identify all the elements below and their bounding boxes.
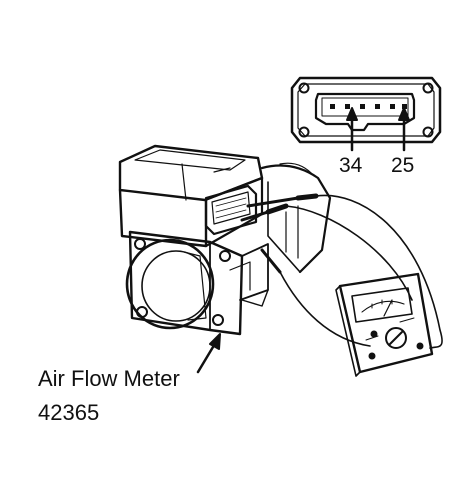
meter-needle [383,299,393,317]
connector-inset [290,76,442,152]
bolt-icon [219,250,231,262]
test-leads [240,193,443,349]
bolt-icon [136,306,148,318]
figure-number: 42365 [38,400,100,425]
component-caption: Air Flow Meter [38,366,180,391]
meter-connector [204,184,258,236]
connector-plug [314,92,416,132]
screw-icon [298,82,310,94]
screw-icon [422,126,434,138]
screw-icon [298,126,310,138]
bolt-icon [134,238,146,250]
pin-25-label: 25 [391,154,415,177]
label-arrow [196,333,221,374]
pin-34-arrow [346,107,358,152]
multimeter-icon [335,272,434,377]
pin-34-label: 34 [339,154,363,177]
air-flow-meter [118,144,332,336]
pin-25-arrow [398,107,410,152]
bolt-icon [212,314,224,326]
connector-pins [330,104,407,109]
screw-icon [422,82,434,94]
